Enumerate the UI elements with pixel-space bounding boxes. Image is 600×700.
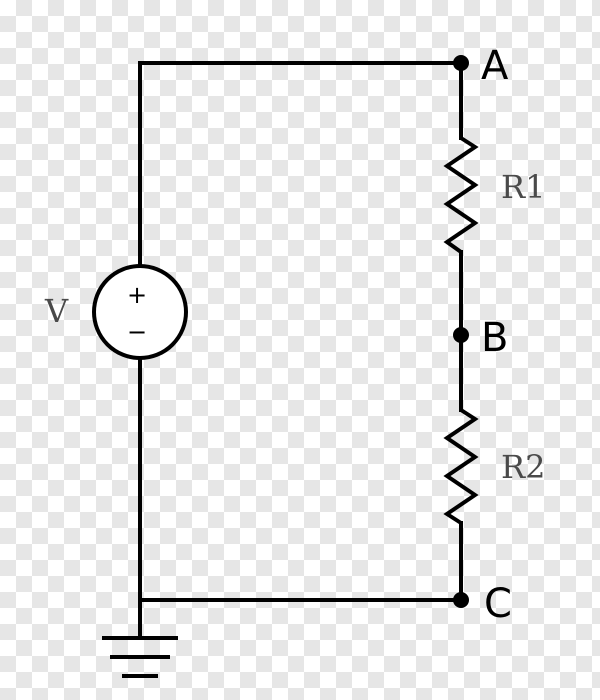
- resistor-r1: R1: [443, 136, 545, 254]
- node-a: A: [453, 43, 509, 89]
- voltage-source-label: V: [44, 292, 69, 330]
- node-c: C: [453, 581, 512, 627]
- resistor-r1-label: R1: [501, 168, 545, 206]
- node-c-dot: [453, 592, 469, 608]
- resistor-r2: R2: [443, 408, 545, 525]
- resistor-r2-zigzag: [443, 408, 479, 525]
- node-b: B: [453, 315, 508, 361]
- voltage-source: + − V: [44, 264, 188, 360]
- wires: [138, 61, 463, 639]
- resistor-r1-zigzag: [443, 136, 479, 254]
- node-c-label: C: [484, 581, 512, 627]
- voltage-source-plus: +: [127, 281, 147, 309]
- node-b-label: B: [481, 315, 508, 361]
- node-a-label: A: [481, 43, 509, 89]
- voltage-source-circle: [92, 264, 188, 360]
- resistor-r2-label: R2: [501, 448, 545, 486]
- node-a-dot: [453, 55, 469, 71]
- node-b-dot: [453, 327, 469, 343]
- ground-symbol: [102, 636, 178, 678]
- voltage-source-minus: −: [127, 318, 147, 346]
